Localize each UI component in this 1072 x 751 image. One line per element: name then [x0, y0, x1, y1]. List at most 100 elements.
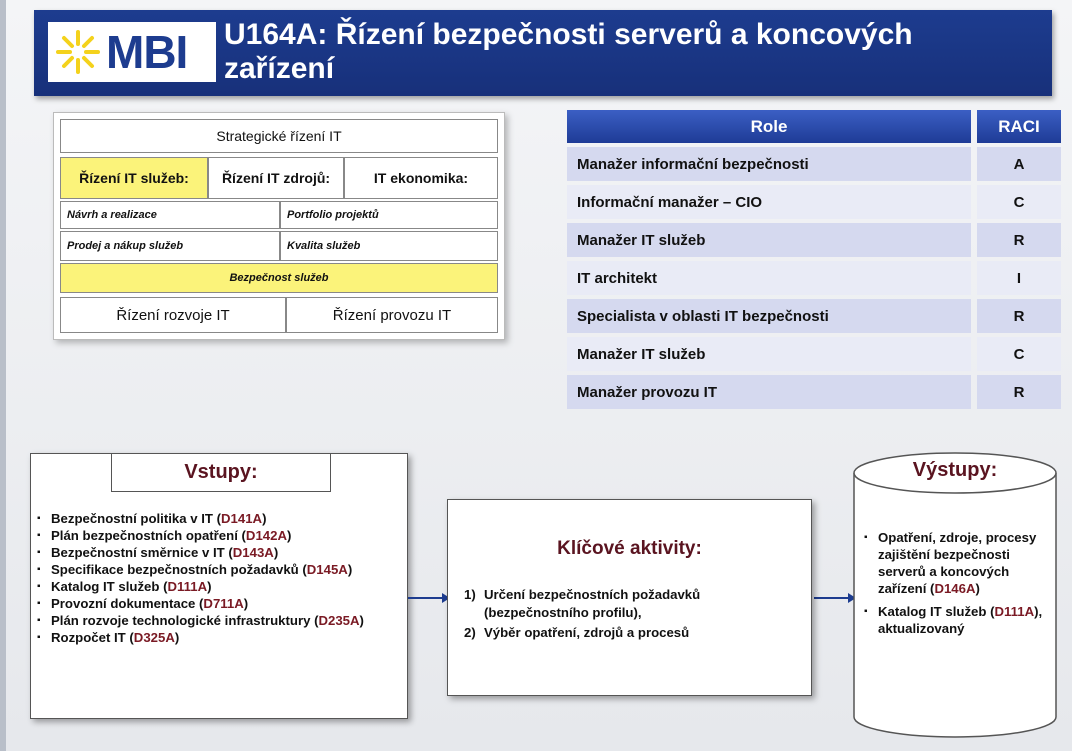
list-item: Katalog IT služeb (D111A), aktualizovaný — [864, 603, 1054, 637]
output-text: Katalog IT služeb ( — [878, 604, 995, 619]
raci-role: Manažer IT služeb — [577, 231, 706, 249]
quality-box: Kvalita služeb — [280, 231, 498, 261]
framework-diagram: Strategické řízení IT Řízení IT služeb: … — [53, 112, 505, 340]
raci-row-role: Manažer IT služeb — [567, 223, 971, 257]
security-label: Bezpečnost služeb — [229, 272, 329, 284]
list-item: Katalog IT služeb (D111A) — [37, 578, 403, 595]
development-label: Řízení rozvoje IT — [116, 306, 230, 324]
raci-row-role: Specialista v oblasti IT bezpečnosti — [567, 299, 971, 333]
list-item: Bezpečnostní směrnice v IT (D143A) — [37, 544, 403, 561]
activities-list: 1) Určení bezpečnostních požadavků (bezp… — [464, 586, 804, 642]
list-item: 1) Určení bezpečnostních požadavků (bezp… — [464, 586, 804, 622]
raci-row-role: IT architekt — [567, 261, 971, 295]
header-bar: MBI U164A: Řízení bezpečnosti serverů a … — [34, 10, 1052, 96]
raci-row-role: Informační manažer – CIO — [567, 185, 971, 219]
output-text: Opatření, zdroje, procesy zajištění bezp… — [878, 530, 1037, 596]
sales-label: Prodej a nákup služeb — [67, 240, 184, 252]
raci-value: I — [1016, 269, 1022, 287]
raci-role: Manažer provozu IT — [577, 383, 718, 401]
list-item: Provozní dokumentace (D711A) — [37, 595, 403, 612]
input-code: D711A — [203, 596, 244, 611]
raci-row-value: R — [977, 299, 1061, 333]
input-text: Rozpočet IT ( — [51, 630, 134, 645]
activity-number: 1) — [464, 587, 476, 602]
design-box: Návrh a realizace — [60, 201, 280, 229]
it-economics-label: IT ekonomika: — [373, 170, 469, 186]
page-title: U164A: Řízení bezpečnosti serverů a konc… — [224, 18, 913, 85]
input-end: ) — [243, 596, 249, 611]
raci-value: R — [1013, 231, 1025, 249]
input-code: D143A — [232, 545, 274, 560]
strategic-box: Strategické řízení IT — [60, 119, 498, 153]
design-label: Návrh a realizace — [67, 209, 157, 221]
strategic-label: Strategické řízení IT — [216, 128, 342, 144]
input-end: ) — [347, 562, 353, 577]
raci-value: A — [1013, 155, 1025, 173]
raci-header-role-label: Role — [750, 116, 788, 136]
input-text: Plán rozvoje technologické infrastruktur… — [51, 613, 319, 628]
arrow-right-icon — [408, 593, 450, 603]
operations-label: Řízení provozu IT — [332, 306, 452, 324]
raci-value: R — [1013, 307, 1025, 325]
activity-text: Určení bezpečnostních požadavků (bezpečn… — [484, 587, 701, 620]
activities-box: Klíčové aktivity: 1) Určení bezpečnostní… — [447, 499, 812, 696]
it-services-label: Řízení IT služeb: — [79, 170, 189, 186]
logo-text: MBI — [106, 26, 188, 78]
list-item: 2) Výběr opatření, zdrojů a procesů — [464, 624, 804, 642]
raci-header-raci: RACI — [977, 110, 1061, 143]
output-end: ), aktualizovaný — [878, 604, 1043, 636]
raci-row-value: C — [977, 337, 1061, 371]
input-code: D235A — [318, 613, 360, 628]
raci-row-value: R — [977, 375, 1061, 409]
raci-role: Specialista v oblasti IT bezpečnosti — [577, 307, 829, 325]
raci-value: C — [1013, 345, 1025, 363]
output-code: D111A — [994, 604, 1035, 619]
development-box: Řízení rozvoje IT — [60, 297, 286, 333]
input-end: ) — [262, 511, 267, 526]
input-end: ) — [174, 630, 180, 645]
input-end: ) — [359, 613, 364, 628]
raci-value: R — [1013, 383, 1025, 401]
input-code: D141A — [221, 511, 263, 526]
input-text: Bezpečnostní politika v IT ( — [51, 511, 221, 526]
portfolio-label: Portfolio projektů — [287, 209, 379, 221]
list-item: Opatření, zdroje, procesy zajištění bezp… — [864, 529, 1054, 597]
security-box: Bezpečnost služeb — [60, 263, 498, 293]
quality-label: Kvalita služeb — [287, 240, 361, 252]
raci-value: C — [1013, 193, 1025, 211]
raci-row-role: Manažer provozu IT — [567, 375, 971, 409]
raci-row-value: C — [977, 185, 1061, 219]
outputs-list: Opatření, zdroje, procesy zajištění bezp… — [864, 529, 1054, 637]
raci-row-value: A — [977, 147, 1061, 181]
input-text: Katalog IT služeb ( — [51, 579, 168, 594]
raci-role: Informační manažer – CIO — [577, 193, 763, 211]
list-item: Bezpečnostní politika v IT (D141A) — [37, 510, 403, 527]
output-end: ) — [975, 581, 980, 596]
input-text: Specifikace bezpečnostních požadavků ( — [51, 562, 307, 577]
raci-row-role: Manažer IT služeb — [567, 337, 971, 371]
input-code: D325A — [133, 630, 175, 645]
raci-row-role: Manažer informační bezpečnosti — [567, 147, 971, 181]
list-item: Specifikace bezpečnostních požadavků (D1… — [37, 561, 403, 578]
input-end: ) — [273, 545, 279, 560]
raci-row-value: I — [977, 261, 1061, 295]
input-text: Bezpečnostní směrnice v IT ( — [51, 545, 233, 560]
list-item: Rozpočet IT (D325A) — [37, 629, 403, 646]
sales-box: Prodej a nákup služeb — [60, 231, 280, 261]
inputs-title: Vstupy: — [111, 454, 331, 492]
raci-header-raci-label: RACI — [998, 116, 1040, 136]
input-code: D111A — [167, 579, 208, 594]
raci-role: IT architekt — [577, 269, 658, 287]
list-item: Plán bezpečnostních opatření (D142A) — [37, 527, 403, 544]
raci-table: Role RACI Manažer informační bezpečnosti… — [567, 110, 1061, 410]
raci-role: Manažer IT služeb — [577, 345, 706, 363]
raci-header-role: Role — [567, 110, 971, 143]
it-economics-box: IT ekonomika: — [344, 157, 498, 199]
raci-row-value: R — [977, 223, 1061, 257]
activity-text: Výběr opatření, zdrojů a procesů — [484, 625, 690, 640]
operations-box: Řízení provozu IT — [286, 297, 498, 333]
outputs-title: Výstupy: — [912, 459, 998, 481]
outputs-cylinder: Výstupy: Opatření, zdroje, procesy zajiš… — [852, 451, 1058, 739]
input-end: ) — [286, 528, 292, 543]
